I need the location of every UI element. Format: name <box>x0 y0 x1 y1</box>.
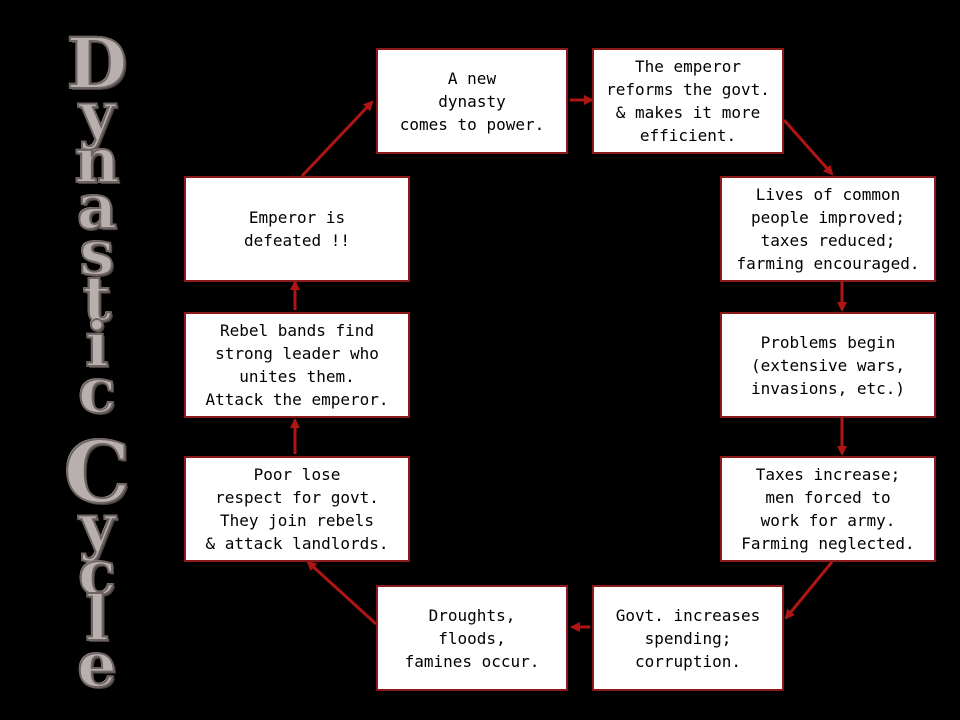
step-taxes-increase: Taxes increase; men forced to work for a… <box>720 456 936 562</box>
step-emperor-defeated: Emperor is defeated !! <box>184 176 410 282</box>
title-letter: t <box>82 262 113 335</box>
title-letter: c <box>77 354 117 427</box>
title-letter: y <box>78 78 116 151</box>
step-droughts: Droughts, floods, famines occur. <box>376 585 568 691</box>
title-letter: y <box>78 490 116 563</box>
title-letter: D <box>66 22 129 105</box>
arrow-defeated-to-new-dynasty <box>300 100 374 178</box>
title-letter: C <box>63 423 132 522</box>
title-letter: n <box>73 124 120 197</box>
title-letter: e <box>76 628 117 701</box>
step-govt-spending: Govt. increases spending; corruption. <box>592 585 784 691</box>
arrow-droughts-to-poor <box>306 560 378 626</box>
title-letter: a <box>76 170 118 243</box>
step-new-dynasty: A new dynasty comes to power. <box>376 48 568 154</box>
title-letter: s <box>79 216 116 289</box>
title-letter: l <box>84 582 110 655</box>
step-lives-improved: Lives of common people improved; taxes r… <box>720 176 936 282</box>
arrow-reforms-to-lives <box>782 119 834 176</box>
step-problems-begin: Problems begin (extensive wars, invasion… <box>720 312 936 418</box>
step-reforms: The emperor reforms the govt. & makes it… <box>592 48 784 154</box>
diagram-title: D y n a s t i c C y c l e <box>22 22 172 701</box>
step-rebel-bands: Rebel bands find strong leader who unite… <box>184 312 410 418</box>
title-letter: i <box>84 308 110 381</box>
step-poor-lose-respect: Poor lose respect for govt. They join re… <box>184 456 410 562</box>
title-letter: c <box>77 536 117 609</box>
arrow-taxes-to-spending <box>784 561 834 620</box>
